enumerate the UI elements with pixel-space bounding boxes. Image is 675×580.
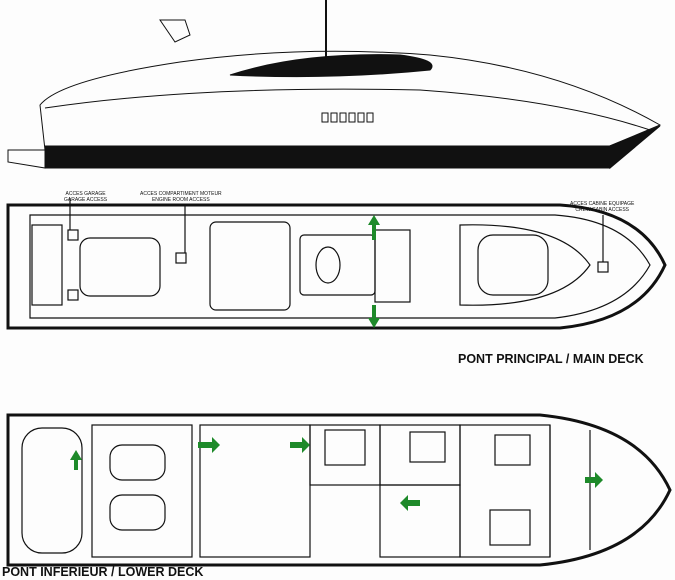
arrow-left-icon xyxy=(400,495,420,511)
crew-access-label: ACCES CABINE EQUIPAGE CREW CABIN ACCESS xyxy=(570,201,634,213)
arrow-right-icon xyxy=(585,472,603,488)
garage-access-fr: ACCES GARAGE xyxy=(65,191,106,197)
garage-access-label: ACCES GARAGE GARAGE ACCESS xyxy=(64,191,107,203)
engine-access-label: ACCES COMPARTIMENT MOTEUR ENGINE ROOM AC… xyxy=(140,191,222,203)
lower-deck-plan xyxy=(6,413,672,567)
engine-access-fr: ACCES COMPARTIMENT MOTEUR xyxy=(140,191,222,197)
arrow-down-icon xyxy=(368,305,380,328)
crew-access-fr: ACCES CABINE EQUIPAGE xyxy=(570,201,635,207)
engine-access-en: ENGINE ROOM ACCESS xyxy=(151,197,210,203)
main-deck-title: PONT PRINCIPAL / MAIN DECK xyxy=(458,352,644,366)
garage-access-en: GARAGE ACCESS xyxy=(64,197,108,203)
side-profile xyxy=(7,0,662,170)
access-arrows xyxy=(70,215,603,511)
main-deck-plan xyxy=(6,198,667,330)
arrow-right-icon xyxy=(290,437,310,453)
portholes xyxy=(321,112,374,123)
arrow-up-icon xyxy=(368,215,380,240)
crew-access-en: CREW CABIN ACCESS xyxy=(575,207,629,213)
arrow-up-icon xyxy=(70,450,82,470)
lower-deck-title: PONT INFERIEUR / LOWER DECK xyxy=(2,565,204,579)
arrow-right-icon xyxy=(198,437,220,453)
